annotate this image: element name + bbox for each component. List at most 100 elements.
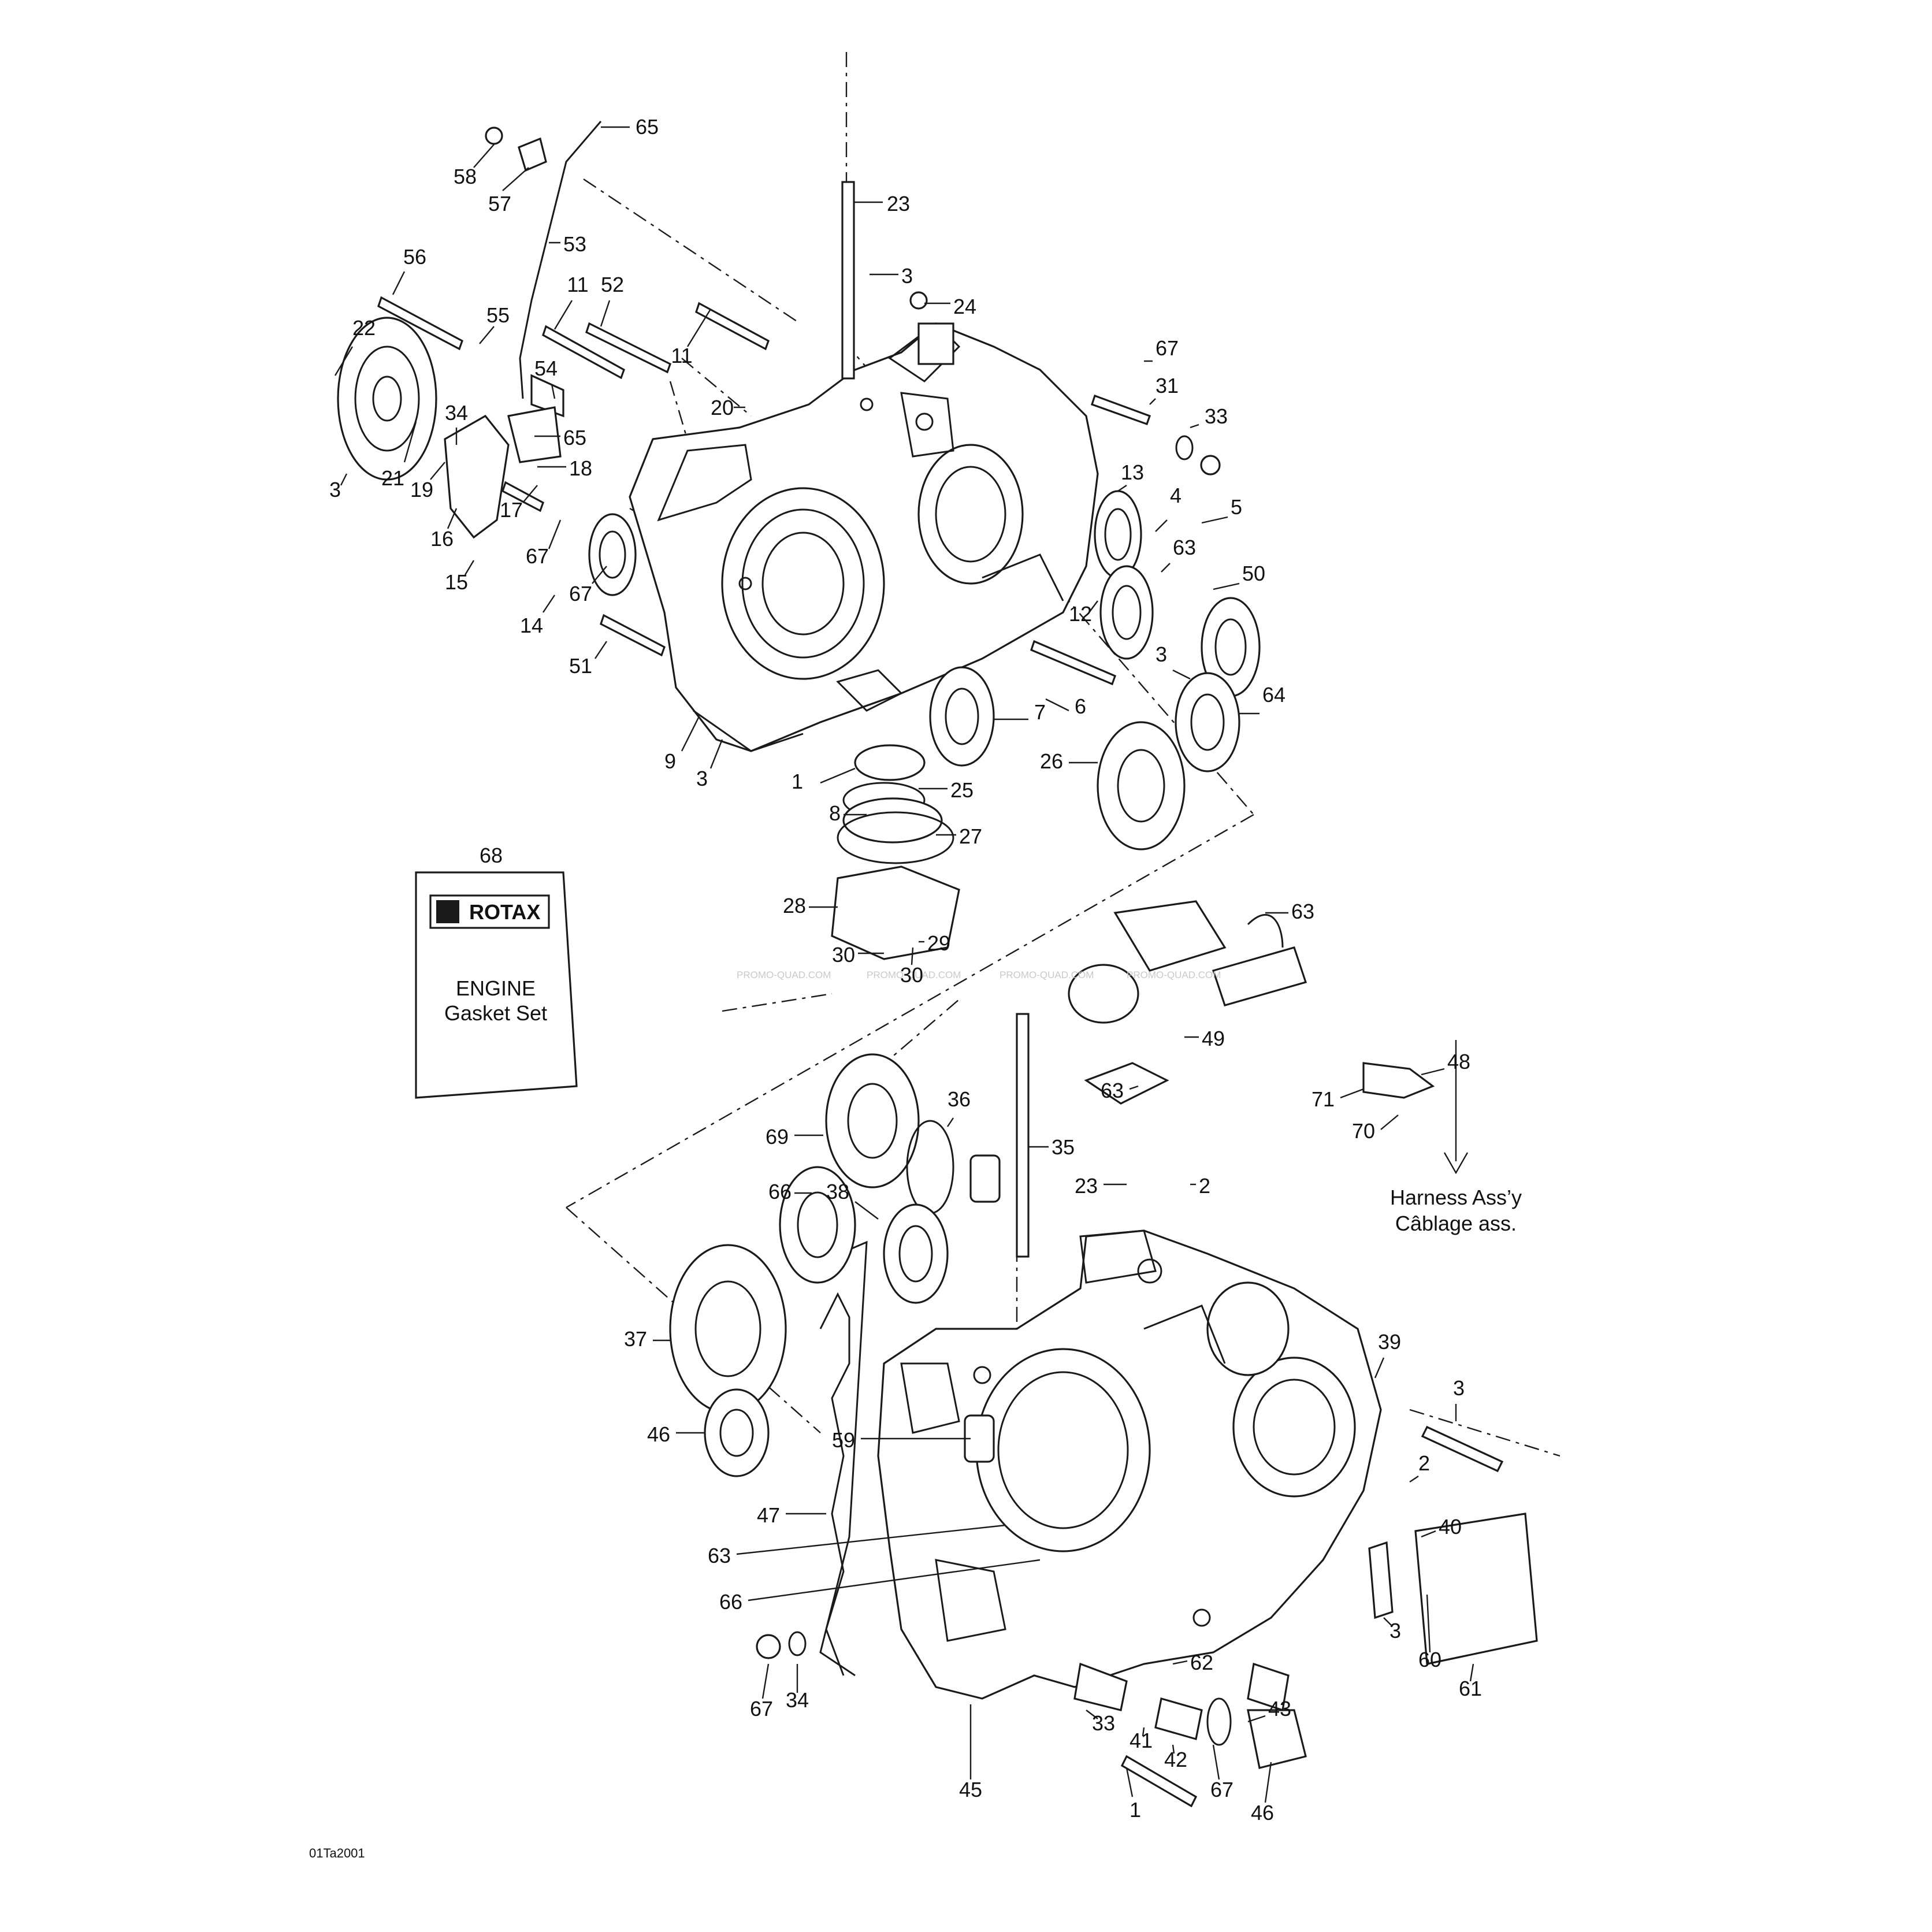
rotax-logo-text: ROTAX bbox=[469, 900, 540, 924]
callout-label: 35 bbox=[1052, 1135, 1075, 1159]
callout-leader bbox=[911, 947, 914, 965]
callout-leader bbox=[1190, 423, 1199, 429]
callout-label: 67 bbox=[1210, 1778, 1233, 1801]
callout-leader bbox=[736, 1524, 1006, 1555]
upper-crankcase-half bbox=[629, 322, 1099, 752]
callout-leader bbox=[1383, 1617, 1393, 1627]
callout-label: 37 bbox=[624, 1327, 647, 1351]
callout-label: 3 bbox=[329, 478, 341, 501]
callout-label: 25 bbox=[950, 778, 974, 802]
callout-label: 55 bbox=[486, 303, 510, 327]
callout-leader bbox=[1409, 1476, 1419, 1483]
callout-label: 66 bbox=[768, 1180, 792, 1203]
callout-label: 31 bbox=[1156, 374, 1179, 397]
gasket-box-line1: ENGINE bbox=[456, 976, 536, 1000]
callout-label: 57 bbox=[488, 192, 511, 216]
callout-leader bbox=[1125, 1767, 1134, 1797]
callout-label: 45 bbox=[959, 1778, 982, 1801]
callout-leader bbox=[681, 716, 700, 752]
studs-and-shafts bbox=[377, 181, 1504, 1808]
callout-leader bbox=[600, 300, 611, 327]
callout-label: 30 bbox=[900, 963, 923, 987]
callout-leader bbox=[748, 1559, 1041, 1602]
callout-leader-lines bbox=[334, 126, 1474, 1803]
callout-label: 26 bbox=[1040, 749, 1063, 773]
callout-leader bbox=[479, 326, 495, 344]
callout-label: 71 bbox=[1311, 1087, 1335, 1111]
callout-label: 11 bbox=[567, 273, 588, 296]
callout-label: 46 bbox=[647, 1422, 670, 1446]
callout-label: 11 bbox=[671, 344, 692, 367]
callout-label: 14 bbox=[520, 614, 543, 637]
callout-label: 56 bbox=[403, 245, 426, 269]
callout-label: 34 bbox=[445, 401, 468, 425]
callout-label: 58 bbox=[454, 165, 477, 188]
callout-leader bbox=[1172, 1744, 1175, 1754]
callout-label: 21 bbox=[381, 466, 404, 490]
diagram-code: 01Ta2001 bbox=[309, 1846, 365, 1860]
callout-leader bbox=[473, 144, 495, 168]
callout-label: 27 bbox=[959, 824, 982, 848]
callout-label: 28 bbox=[783, 894, 806, 917]
harness-label-fr: Câblage ass. bbox=[1395, 1212, 1517, 1235]
callout-label: 54 bbox=[534, 356, 558, 380]
callout-label: 3 bbox=[1453, 1376, 1465, 1400]
callout-label: 63 bbox=[1173, 536, 1196, 559]
callout-leader bbox=[447, 508, 458, 529]
callout-label: 22 bbox=[352, 316, 376, 340]
callout-leader bbox=[1149, 398, 1156, 405]
callout-label: 47 bbox=[757, 1503, 780, 1527]
callout-leader bbox=[1155, 519, 1168, 532]
callout-leader bbox=[1426, 1594, 1431, 1653]
callout-label: 40 bbox=[1439, 1515, 1462, 1539]
callout-label: 64 bbox=[1262, 683, 1285, 707]
callout-label: 3 bbox=[1389, 1619, 1401, 1643]
callout-leader bbox=[1212, 1744, 1220, 1780]
callout-label: 62 bbox=[1190, 1651, 1213, 1674]
watermark: PROMO-QUAD.COM bbox=[867, 969, 961, 980]
callout-label: 51 bbox=[569, 654, 592, 678]
callout-label: 2 bbox=[1418, 1451, 1430, 1475]
callout-label: 63 bbox=[708, 1544, 731, 1567]
callout-label: 60 bbox=[1418, 1648, 1441, 1671]
callout-leader bbox=[464, 560, 475, 575]
callout-label: 67 bbox=[569, 582, 592, 605]
callout-leader bbox=[1117, 485, 1127, 492]
callout-leader bbox=[761, 1663, 770, 1699]
callout-label: 6 bbox=[1075, 694, 1086, 718]
callout-label: 3 bbox=[696, 767, 708, 790]
callout-label: 66 bbox=[719, 1590, 742, 1614]
callout-leader bbox=[1129, 1085, 1139, 1090]
callout-label: 61 bbox=[1459, 1677, 1482, 1700]
callout-label: 70 bbox=[1352, 1119, 1375, 1143]
small-hardware bbox=[485, 127, 1538, 1769]
callout-label: 1 bbox=[792, 770, 803, 793]
callout-leader bbox=[543, 595, 555, 613]
callout-label: 23 bbox=[887, 192, 910, 216]
callout-label: 16 bbox=[430, 527, 454, 551]
callout-label: 15 bbox=[445, 570, 468, 594]
callout-label: 65 bbox=[563, 426, 586, 449]
callout-label: 33 bbox=[1205, 404, 1228, 428]
gasket-box-ref: 68 bbox=[480, 844, 503, 867]
callout-leader bbox=[1469, 1663, 1474, 1682]
callout-label: 63 bbox=[1101, 1079, 1124, 1102]
lower-crankcase-half bbox=[819, 1229, 1382, 1700]
callout-label: 8 bbox=[829, 801, 841, 825]
callout-leader bbox=[686, 309, 712, 347]
callout-leader bbox=[502, 167, 529, 191]
gasket-box-line2: Gasket Set bbox=[444, 1001, 547, 1025]
callout-label: 49 bbox=[1202, 1027, 1225, 1050]
callout-label: 12 bbox=[1069, 602, 1092, 626]
callout-leader bbox=[403, 421, 417, 463]
callout-label: 5 bbox=[1231, 495, 1242, 519]
callout-leader bbox=[1088, 600, 1098, 613]
callout-label: 67 bbox=[1156, 336, 1179, 360]
callout-leader bbox=[1045, 698, 1069, 712]
callout-label: 50 bbox=[1242, 562, 1265, 585]
callout-leader bbox=[1374, 1357, 1385, 1379]
callout-leader bbox=[1161, 563, 1171, 573]
callout-label: 13 bbox=[1121, 460, 1144, 484]
